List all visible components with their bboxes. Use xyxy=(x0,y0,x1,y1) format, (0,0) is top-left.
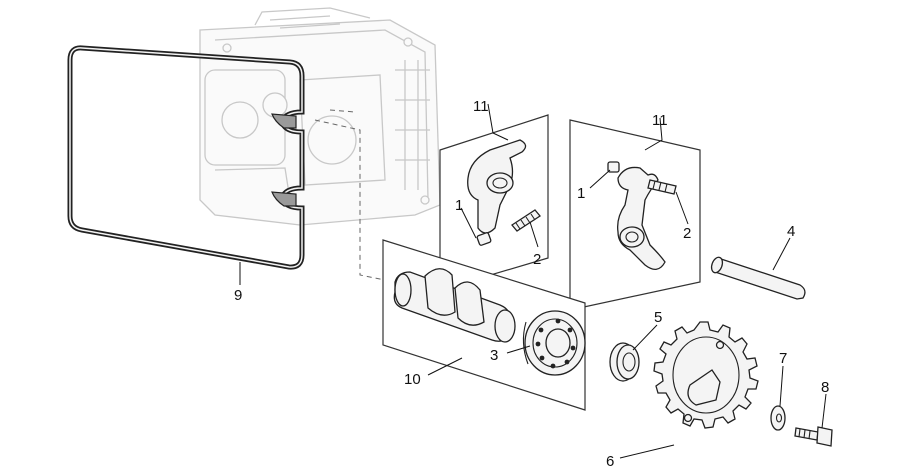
callout-2-left: 2 xyxy=(533,251,541,268)
camshaft-panel xyxy=(382,239,586,411)
callout-8: 8 xyxy=(821,379,829,396)
oil-seal xyxy=(609,342,640,382)
sprocket-bolt xyxy=(794,426,833,447)
callout-10: 10 xyxy=(404,371,421,388)
rocker-arm-panel-right xyxy=(569,119,701,311)
callout-6: 6 xyxy=(606,453,614,470)
rocker-shaft-pin xyxy=(710,256,806,300)
cylinder-head-ghost xyxy=(199,7,441,226)
callout-3: 3 xyxy=(490,347,498,364)
callout-11-left: 11 xyxy=(473,98,489,115)
callout-11-right: 11 xyxy=(652,112,668,129)
callout-1-left: 1 xyxy=(455,197,463,214)
rocker-arm-panel-left xyxy=(439,114,549,291)
assembly-guide-lines xyxy=(314,109,386,281)
cam-sprocket xyxy=(653,321,759,429)
callout-labels: 11 11 1 2 1 2 4 5 3 10 9 7 8 6 xyxy=(234,98,829,470)
callout-2-right: 2 xyxy=(683,225,691,242)
callout-9: 9 xyxy=(234,287,242,304)
washer xyxy=(770,405,786,431)
leader-lines xyxy=(239,103,827,459)
callout-1-right: 1 xyxy=(577,185,585,202)
valve-cover-gasket xyxy=(67,45,305,270)
callout-4: 4 xyxy=(787,223,795,240)
callout-5: 5 xyxy=(654,309,662,326)
callout-7: 7 xyxy=(779,350,787,367)
